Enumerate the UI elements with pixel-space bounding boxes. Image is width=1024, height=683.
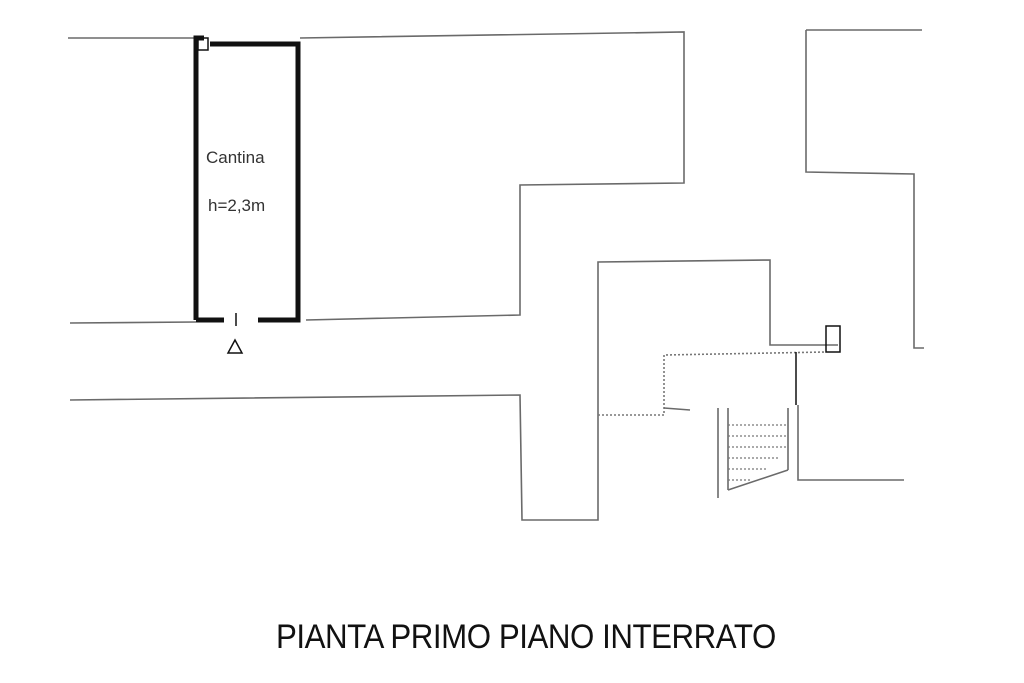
staircase-area <box>598 325 904 498</box>
page-title: PIANTA PRIMO PIANO INTERRATO <box>276 618 776 656</box>
staircase-icon <box>727 424 789 491</box>
cantina-wall-left <box>193 35 204 320</box>
stair-landing-outline <box>598 351 827 416</box>
room-height: h=2,3m <box>208 196 265 215</box>
cantina-corner-post <box>197 37 209 51</box>
triangle-entrance-icon <box>226 338 244 354</box>
wall-corridor-bottom <box>69 259 838 521</box>
stair-post <box>825 325 841 353</box>
wall-upper-middle <box>299 31 685 321</box>
wall-corridor-top-left <box>69 321 197 324</box>
stair-landing-edge <box>663 407 691 411</box>
cantina-wall-right <box>210 41 301 323</box>
stair-wall-right <box>797 405 904 481</box>
room-name: Cantina <box>206 148 265 167</box>
cantina-room: Cantina h=2,3m <box>193 35 301 326</box>
wall-right <box>805 30 924 349</box>
outer-walls <box>68 29 924 521</box>
